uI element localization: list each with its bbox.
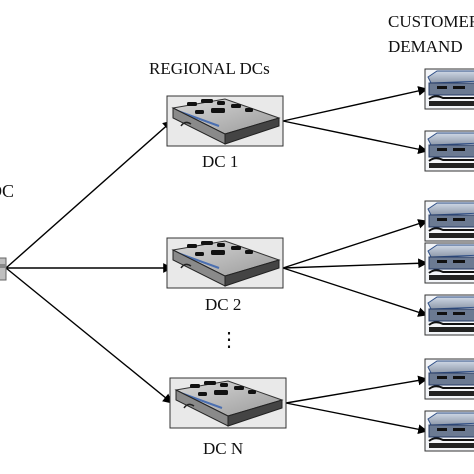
customer-building-1-icon: [424, 68, 474, 110]
arrow-central-to-dcN: [5, 267, 173, 404]
customer-building-4-icon: [424, 242, 474, 284]
arrow-dc2-to-cust4: [282, 258, 428, 269]
customer-building-3-icon: [424, 200, 474, 242]
central-dc-label: DC: [0, 181, 15, 201]
regional-dc-n-icon: [169, 377, 287, 429]
regional-dc-1-icon: [166, 95, 284, 147]
dc1-label: DC 1: [202, 152, 239, 171]
customer-demand-header-line2: DEMAND: [388, 37, 463, 56]
dc2-label: DC 2: [205, 295, 242, 314]
dcN-label: DC N: [203, 439, 244, 458]
arrow-dc1-to-cust2: [282, 120, 428, 154]
arrow-dc2-to-cust5: [282, 267, 428, 317]
central-dc-node: [0, 257, 7, 281]
arrows-group: [5, 86, 428, 435]
arrow-dcN-to-cust6: [285, 375, 428, 404]
arrow-dc1-to-cust1: [282, 86, 428, 122]
arrow-dcN-to-cust7: [285, 402, 428, 435]
nodes-group: [0, 68, 474, 452]
regional-dcs-header: REGIONAL DCs: [149, 59, 270, 78]
regional-dc-2-icon: [166, 237, 284, 289]
customer-building-5-icon: [424, 294, 474, 336]
customer-demand-header-line1: CUSTOMER: [388, 12, 474, 31]
customer-building-2-icon: [424, 130, 474, 172]
arrow-central-to-dc1: [5, 120, 173, 269]
customer-building-6-icon: [424, 358, 474, 400]
ellipsis-label: ⋮: [219, 329, 239, 351]
arrow-dc2-to-cust3: [282, 219, 428, 269]
customer-building-7-icon: [424, 410, 474, 452]
